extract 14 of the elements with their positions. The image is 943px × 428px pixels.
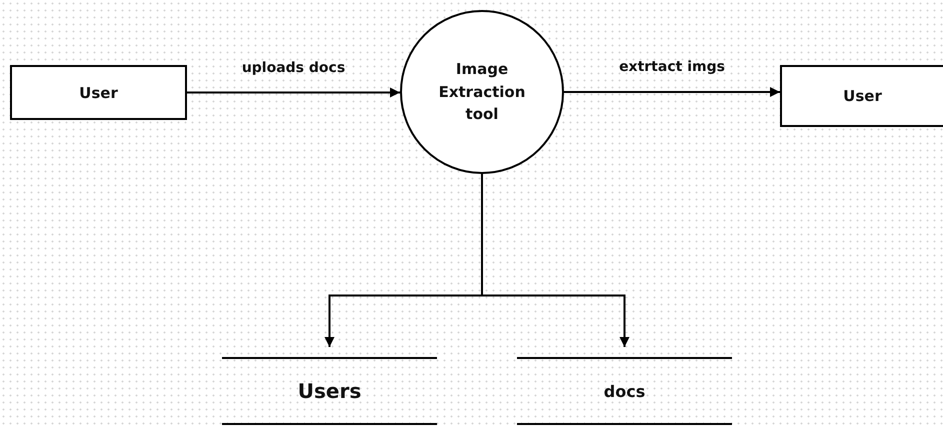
node-label: Image Extraction tool — [438, 59, 526, 126]
data-store — [517, 357, 732, 425]
edge-label: extrtact imgs — [619, 59, 725, 75]
node-label: User — [78, 84, 119, 102]
entity-box — [10, 65, 187, 120]
arrow — [564, 87, 780, 97]
arrow — [187, 88, 400, 98]
node-label: Users — [296, 379, 362, 403]
node-label: docs — [602, 382, 646, 400]
edge-label: uploads docs — [242, 60, 346, 76]
node-label: User — [842, 87, 883, 105]
arrow — [481, 174, 630, 347]
entity-box — [780, 65, 943, 127]
data-store — [222, 357, 437, 425]
